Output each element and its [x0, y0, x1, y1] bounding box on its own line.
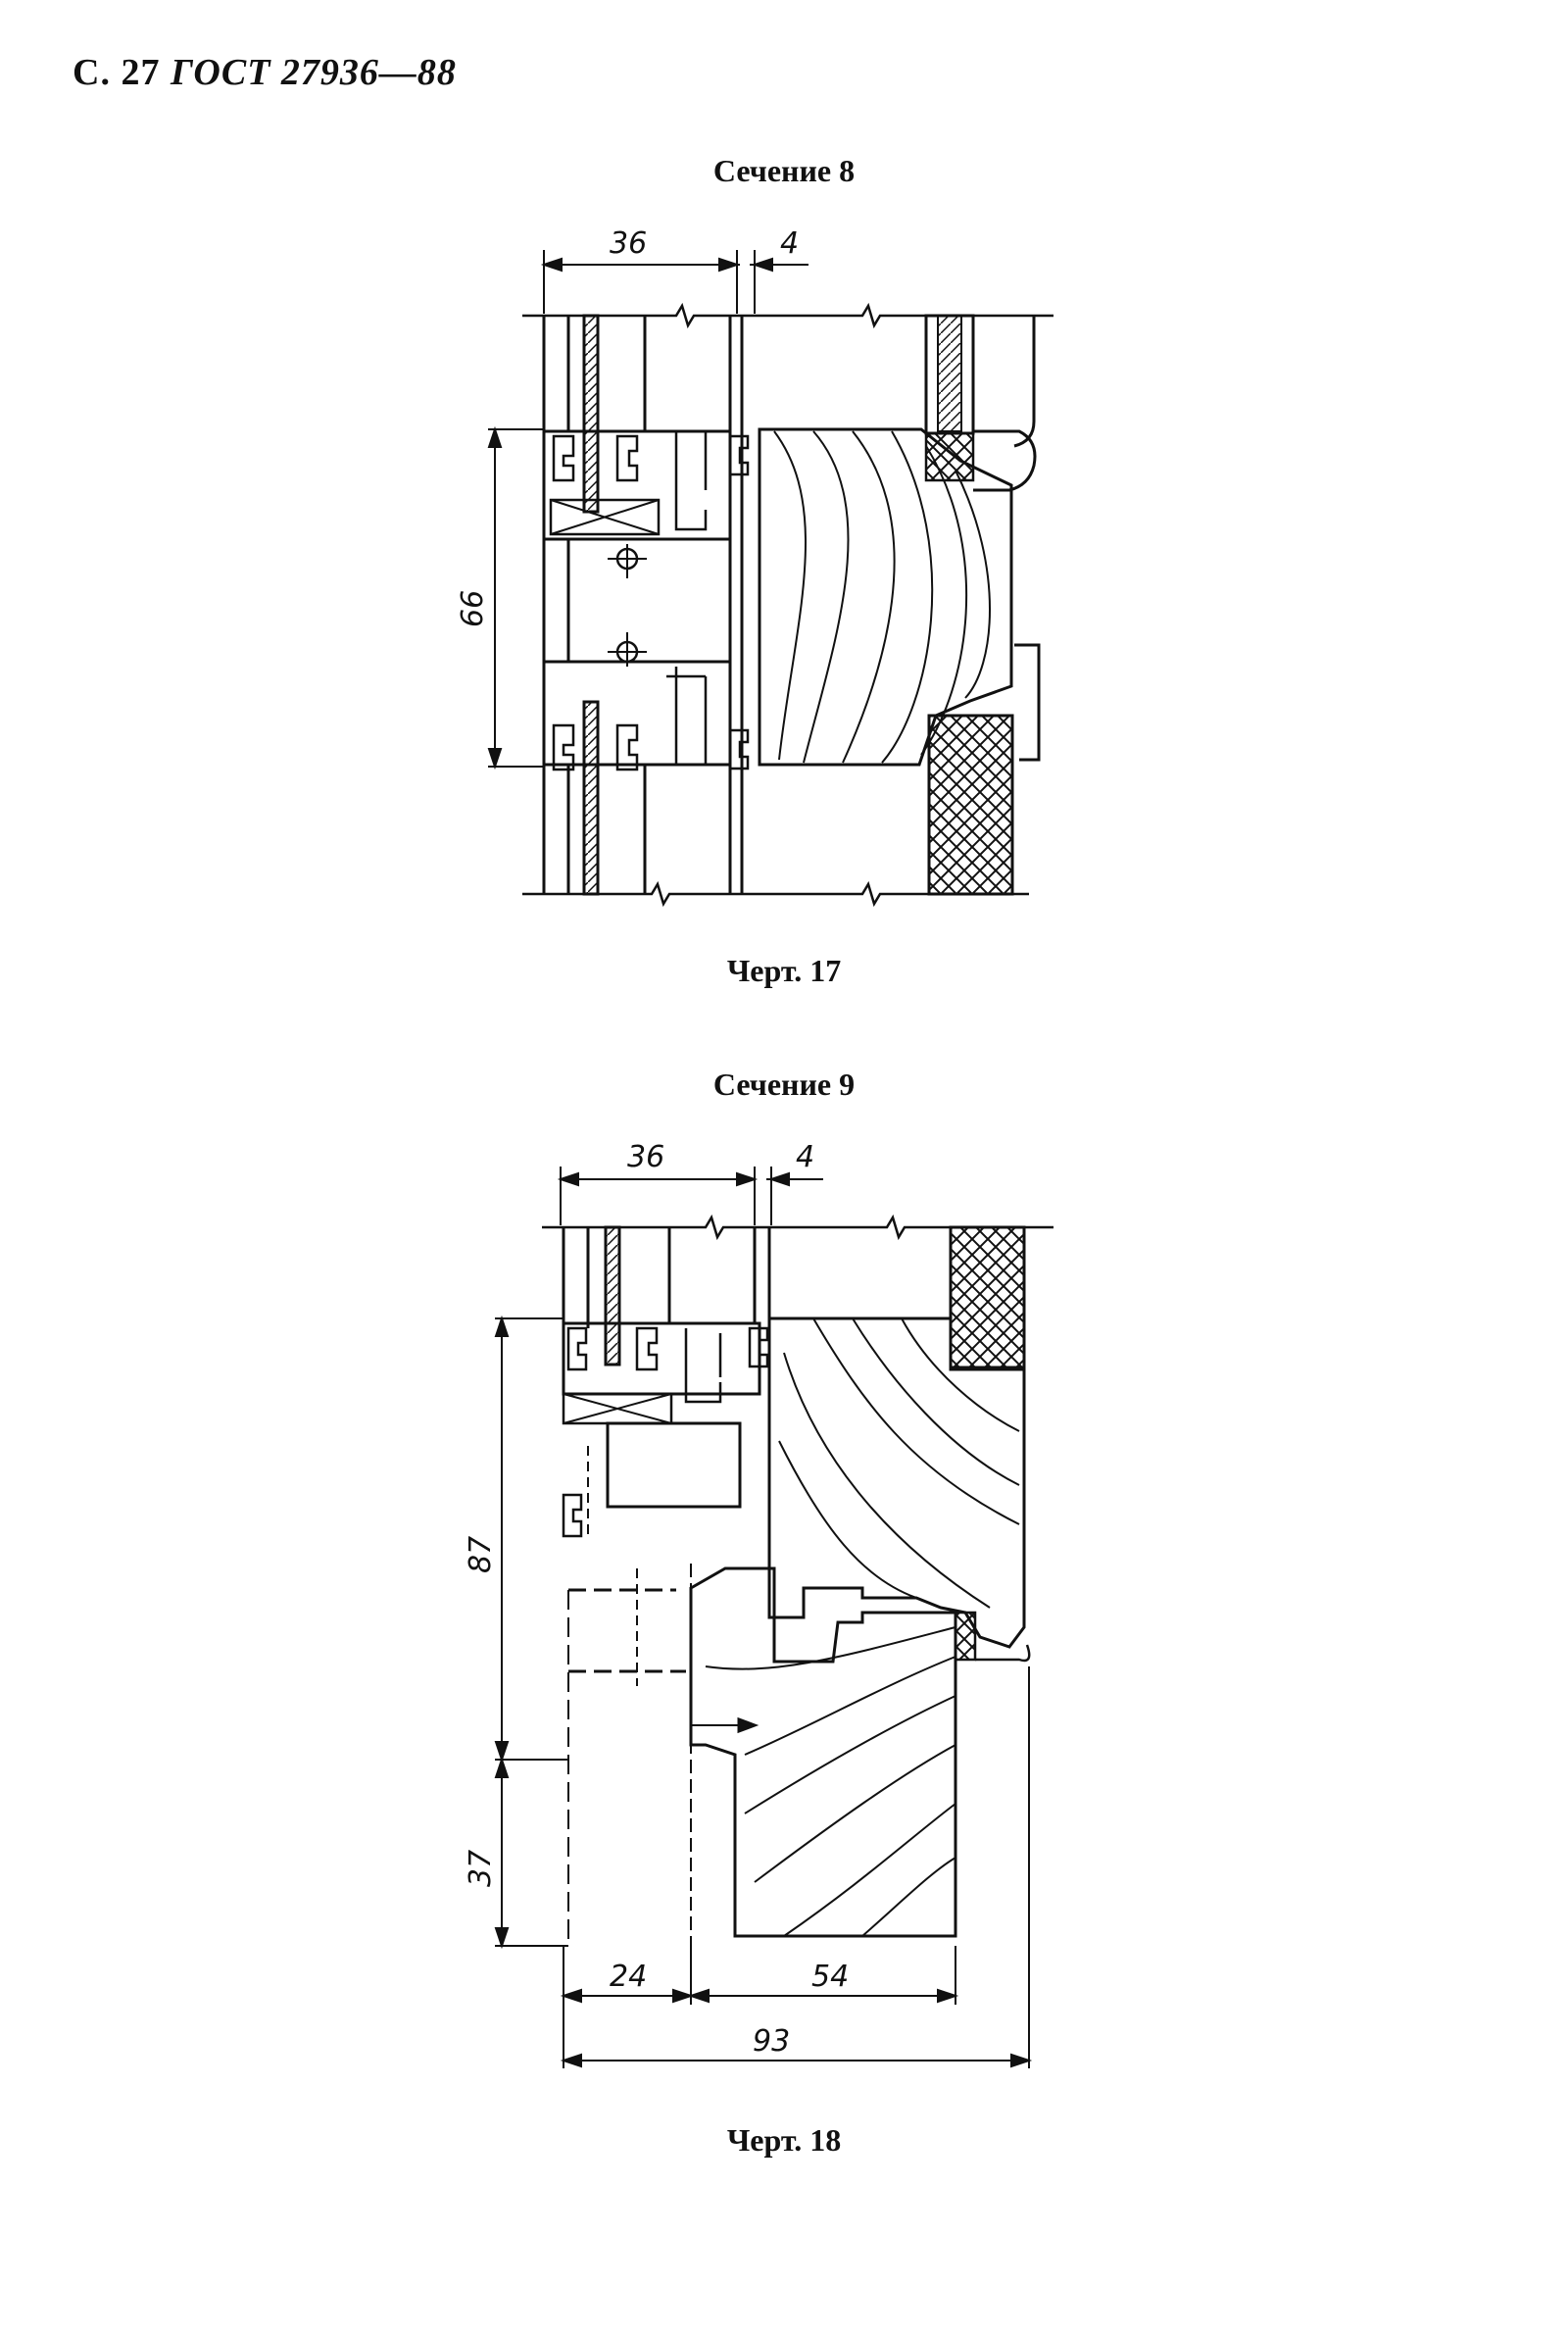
drawing-section-9: 36 4 [464, 1140, 1054, 2068]
page-header: С. 27 ГОСТ 27936—88 [73, 51, 457, 94]
dim-24: 24 [610, 1960, 647, 1994]
dim-36-fig17: 36 [610, 226, 647, 261]
dimension-bottom-18 [560, 1666, 1033, 2068]
dim-4-fig18: 4 [796, 1140, 814, 1174]
dimension-top-17 [540, 250, 808, 314]
dim-54: 54 [811, 1960, 849, 1994]
dim-93: 93 [753, 2024, 790, 2059]
dim-4-fig17: 4 [780, 226, 799, 261]
dimension-top-18 [557, 1167, 823, 1225]
standard-number: ГОСТ 27936—88 [170, 52, 457, 93]
figure-18-caption: Черт. 18 [726, 2122, 842, 2158]
dimension-height-17 [487, 425, 544, 770]
page-number: С. 27 [73, 52, 161, 93]
dim-37: 37 [464, 1850, 498, 1887]
figure-17-caption: Черт. 17 [726, 953, 842, 988]
dim-36-fig18: 36 [627, 1140, 664, 1174]
section-8-title: Сечение 8 [712, 153, 856, 188]
dim-87: 87 [464, 1536, 498, 1573]
dimension-height-18 [494, 1315, 568, 1950]
dim-66: 66 [456, 590, 490, 627]
section-9-title: Сечение 9 [712, 1067, 856, 1102]
drawing-section-8: 36 4 [456, 226, 1054, 908]
